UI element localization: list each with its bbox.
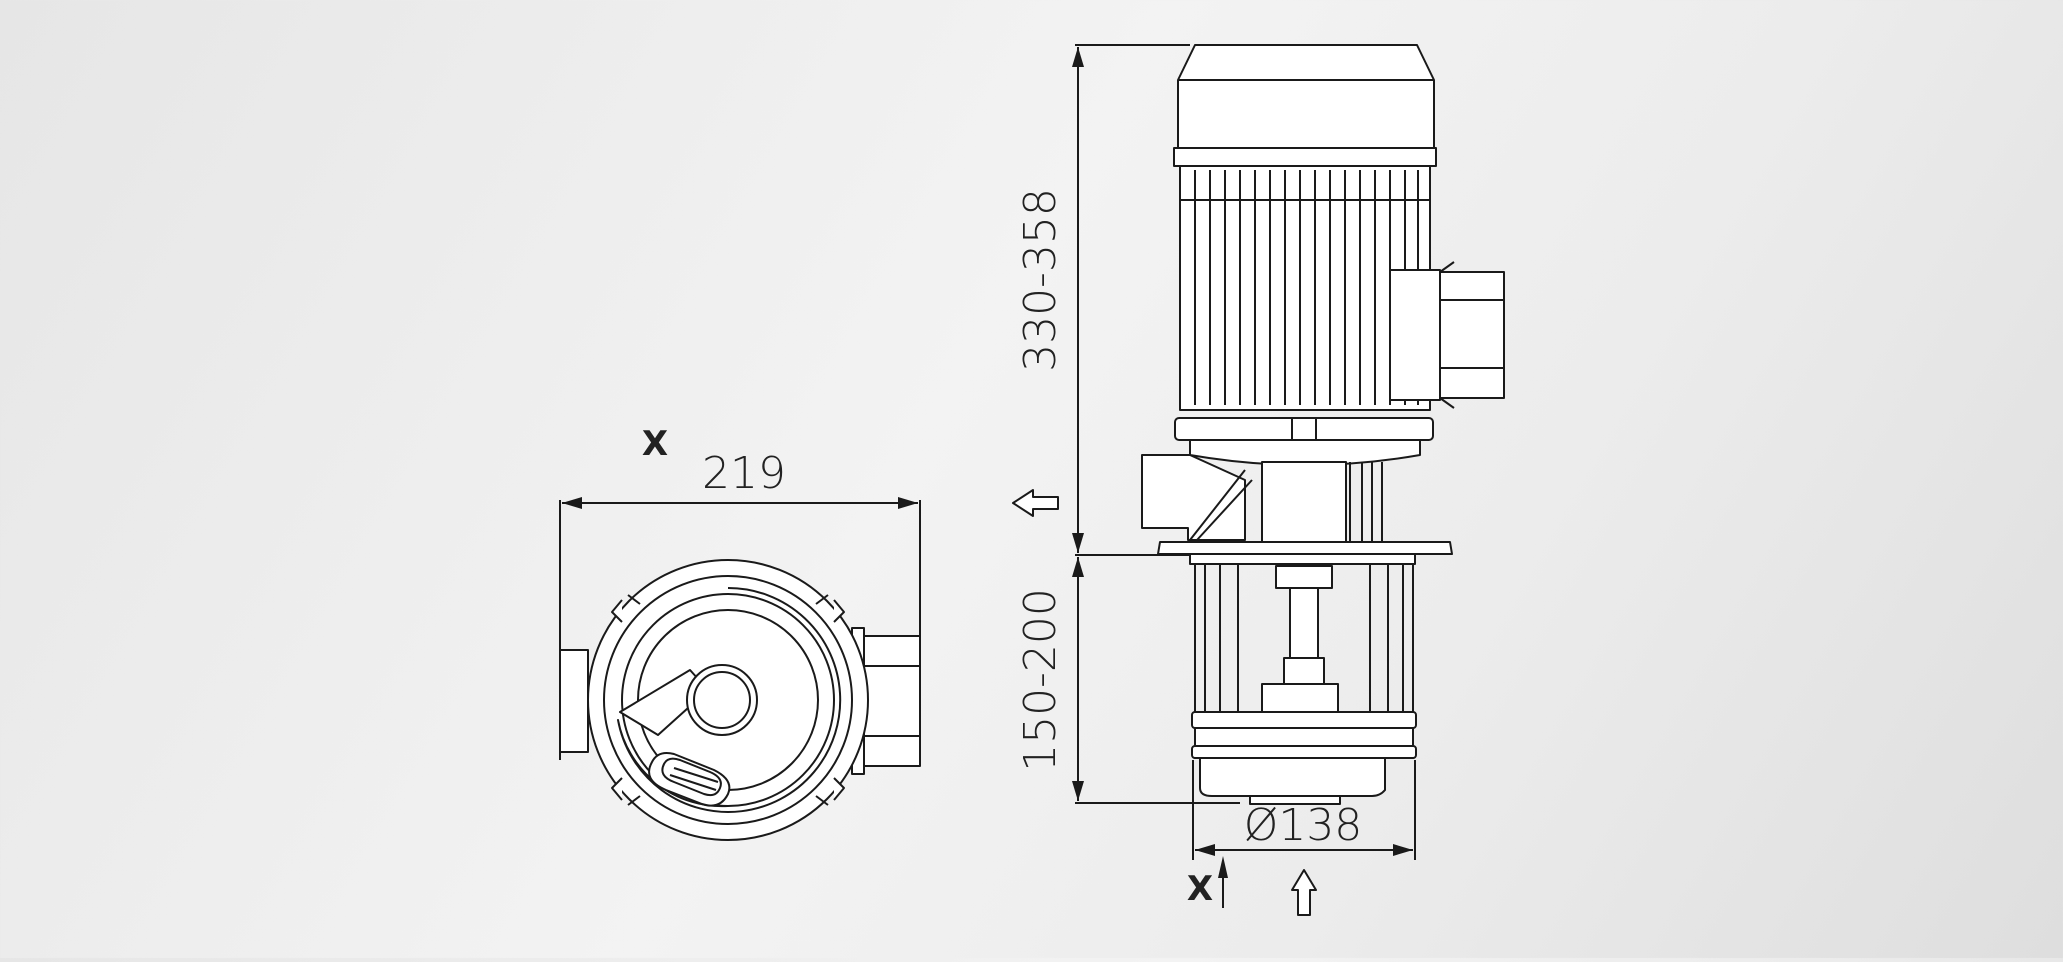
- width-dimension: 219: [559, 448, 921, 760]
- motor-cap: [1173, 44, 1437, 167]
- left-port: [559, 649, 589, 753]
- width-label: 219: [702, 448, 786, 499]
- outlet-housing: [1141, 454, 1253, 541]
- view-marker-side: X: [1187, 869, 1213, 909]
- motor-flange: [1174, 417, 1434, 466]
- view-arrow-icon: [1218, 856, 1228, 908]
- motor-body: [1179, 165, 1431, 411]
- diameter-label: Ø138: [1244, 800, 1363, 851]
- diameter-dimension: Ø138: [1192, 760, 1416, 860]
- outlet-arrow-icon: [1012, 489, 1059, 517]
- view-marker-top: X: [642, 424, 668, 464]
- inlet-arrow-icon: [1291, 869, 1317, 916]
- pump-frame: [1194, 564, 1414, 713]
- top-view: 219 X: [559, 424, 921, 841]
- terminal-box-side: [1389, 261, 1505, 409]
- motor-height-label: 330-358: [1015, 188, 1066, 372]
- side-view: 330-358 150-200 Ø138: [1012, 44, 1505, 916]
- height-dimensions: 330-358 150-200: [1015, 44, 1250, 804]
- pump-housing: [1191, 711, 1417, 805]
- column: [1261, 461, 1383, 543]
- mounting-plate: [1157, 541, 1453, 565]
- shaft: [686, 664, 758, 736]
- pump-depth-label: 150-200: [1015, 588, 1066, 772]
